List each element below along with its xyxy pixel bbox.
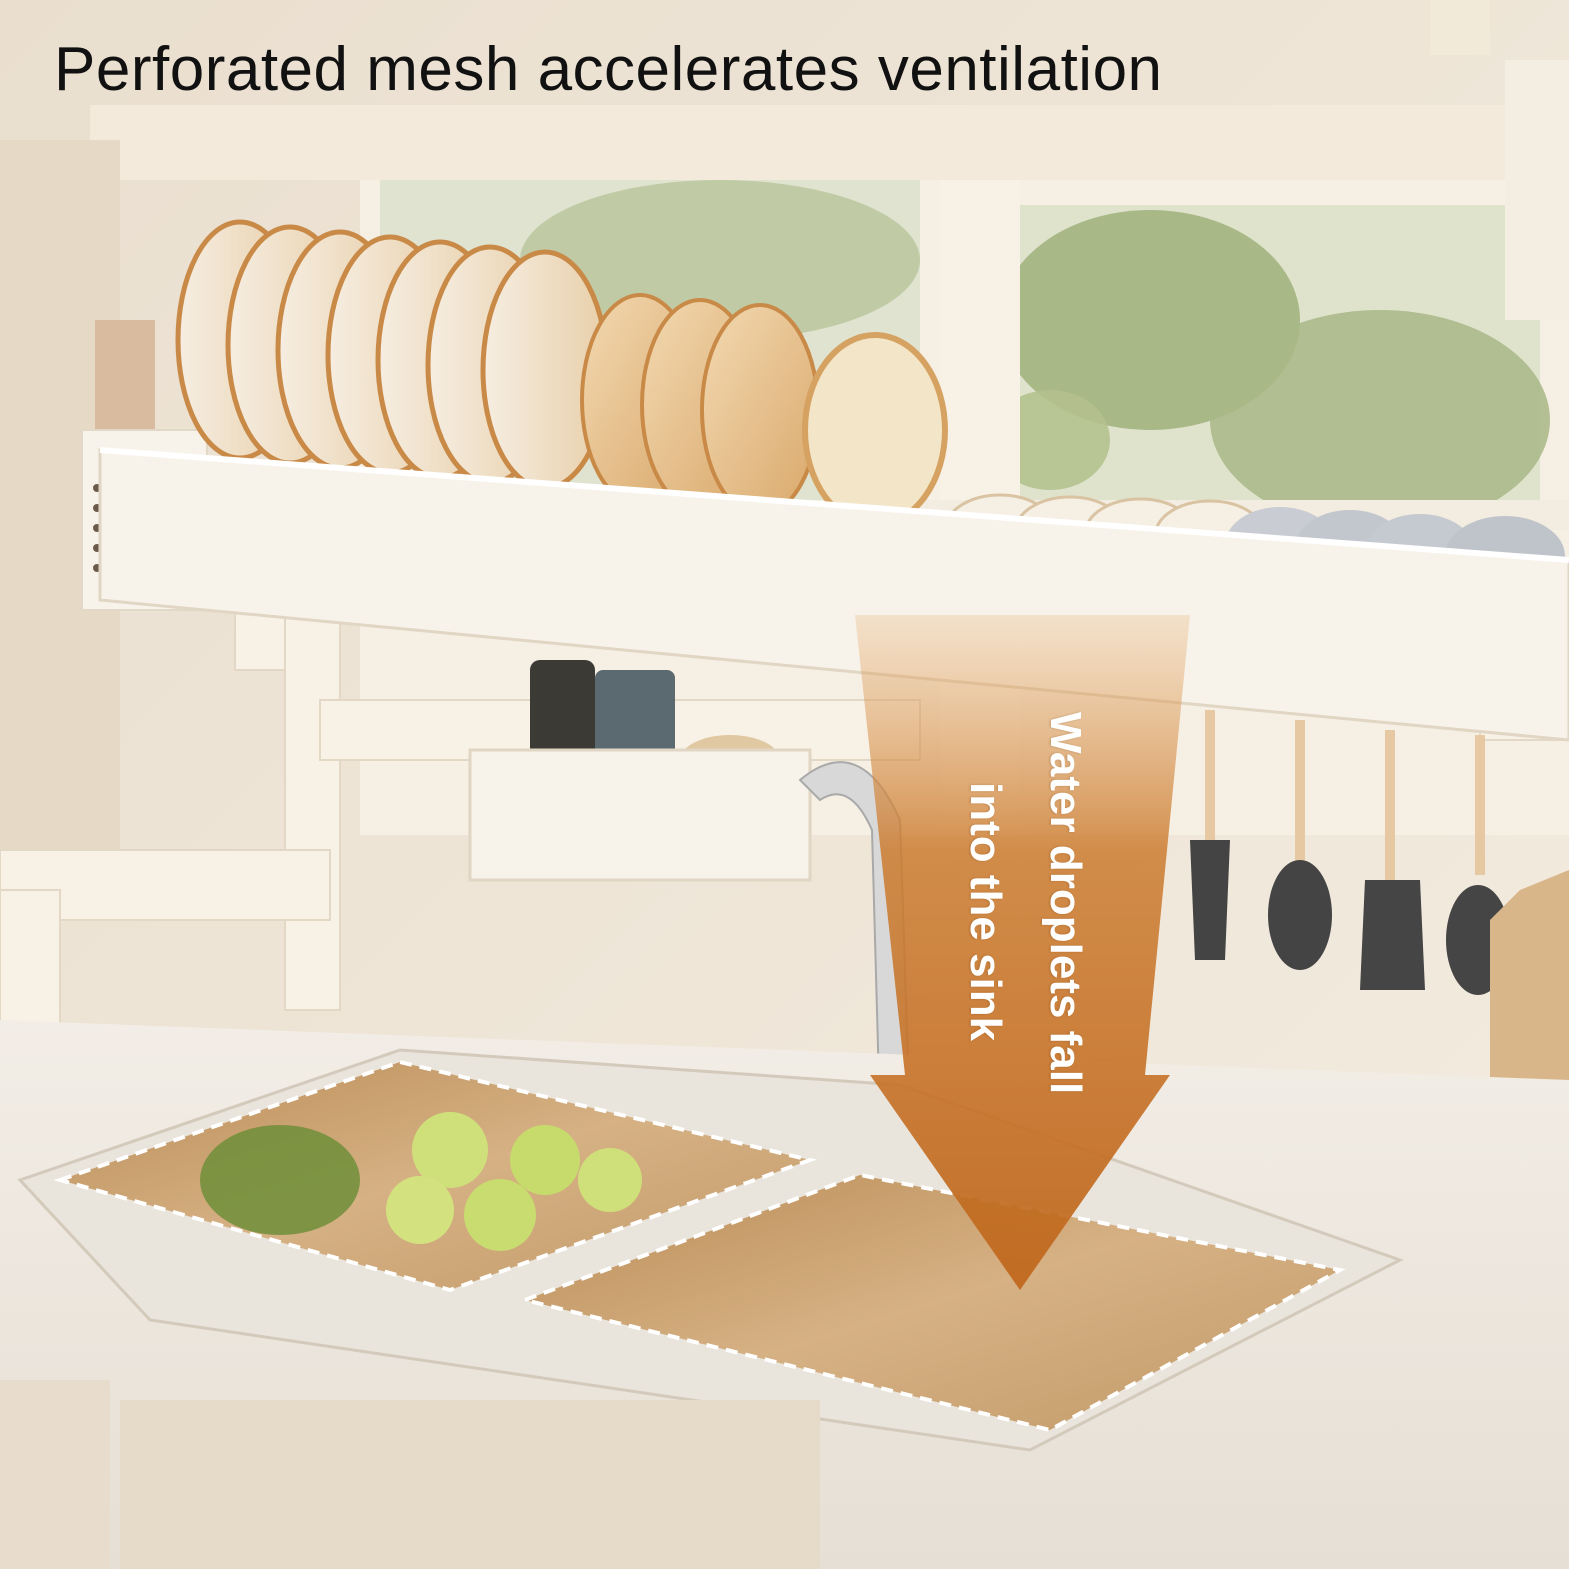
soap-caddy xyxy=(468,660,812,882)
down-arrow-icon xyxy=(855,615,1190,1290)
upper-shelf xyxy=(90,105,1569,180)
produce-basket xyxy=(200,1112,642,1251)
callout-text-line2: into the sink xyxy=(961,782,1010,1042)
callout-text-line1: Water droplets fall xyxy=(1041,712,1090,1095)
cabinets xyxy=(0,1380,820,1569)
hanging-utensils xyxy=(1190,710,1510,995)
headline-title: Perforated mesh accelerates ventilation xyxy=(54,35,1163,104)
plates xyxy=(175,219,948,528)
dish-rack-tray xyxy=(98,447,1569,742)
